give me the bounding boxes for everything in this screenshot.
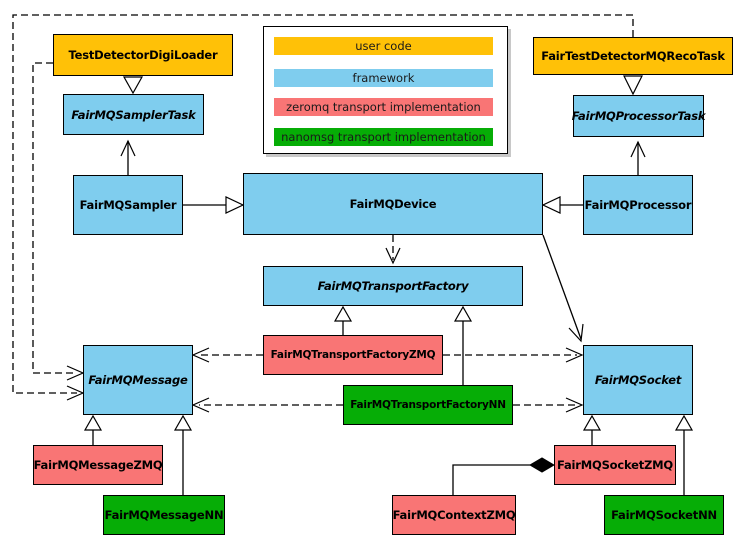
dashed-dependency-lines (12, 14, 634, 406)
solid-association-lines (92, 141, 685, 495)
node-testdetectordigiloader: TestDetectorDigiLoader (53, 34, 233, 76)
node-fairmqtransportfactoryzmq: FairMQTransportFactoryZMQ (263, 335, 443, 375)
node-fairmqsocket: FairMQSocket (583, 345, 693, 415)
node-fairmqsocketnn: FairMQSocketNN (604, 495, 724, 535)
node-fairmqprocessortask: FairMQProcessorTask (572, 95, 705, 137)
legend-item-nanomsg: nanomsg transport implementation (274, 128, 493, 146)
legend-item-framework: framework (274, 69, 493, 87)
node-fairmqdevice: FairMQDevice (243, 173, 543, 235)
node-fairmqmessagenn: FairMQMessageNN (103, 495, 225, 535)
legend-box: user code framework zeromq transport imp… (263, 26, 508, 154)
node-fairmqsamplertask: FairMQSamplerTask (63, 94, 204, 135)
node-fairmqprocessor: FairMQProcessor (583, 175, 693, 235)
node-fairmqsampler: FairMQSampler (73, 175, 183, 235)
node-fairmqtransportfactory: FairMQTransportFactory (263, 266, 523, 306)
node-fairmqsocketzmq: FairMQSocketZMQ (554, 445, 676, 485)
legend-item-user-code: user code (274, 37, 493, 55)
node-fairmqcontextzmq: FairMQContextZMQ (392, 495, 516, 535)
node-fairmqmessage: FairMQMessage (83, 345, 193, 415)
legend-item-zeromq: zeromq transport implementation (274, 98, 493, 116)
composition-diamond (529, 457, 555, 473)
node-fairmqtransportfactorynn: FairMQTransportFactoryNN (343, 385, 513, 425)
inheritance-triangle-arrowheads (83, 75, 694, 431)
node-fairmqmessagezmq: FairMQMessageZMQ (33, 445, 163, 485)
node-fairtestdetectormqrecotask: FairTestDetectorMQRecoTask (533, 37, 733, 75)
